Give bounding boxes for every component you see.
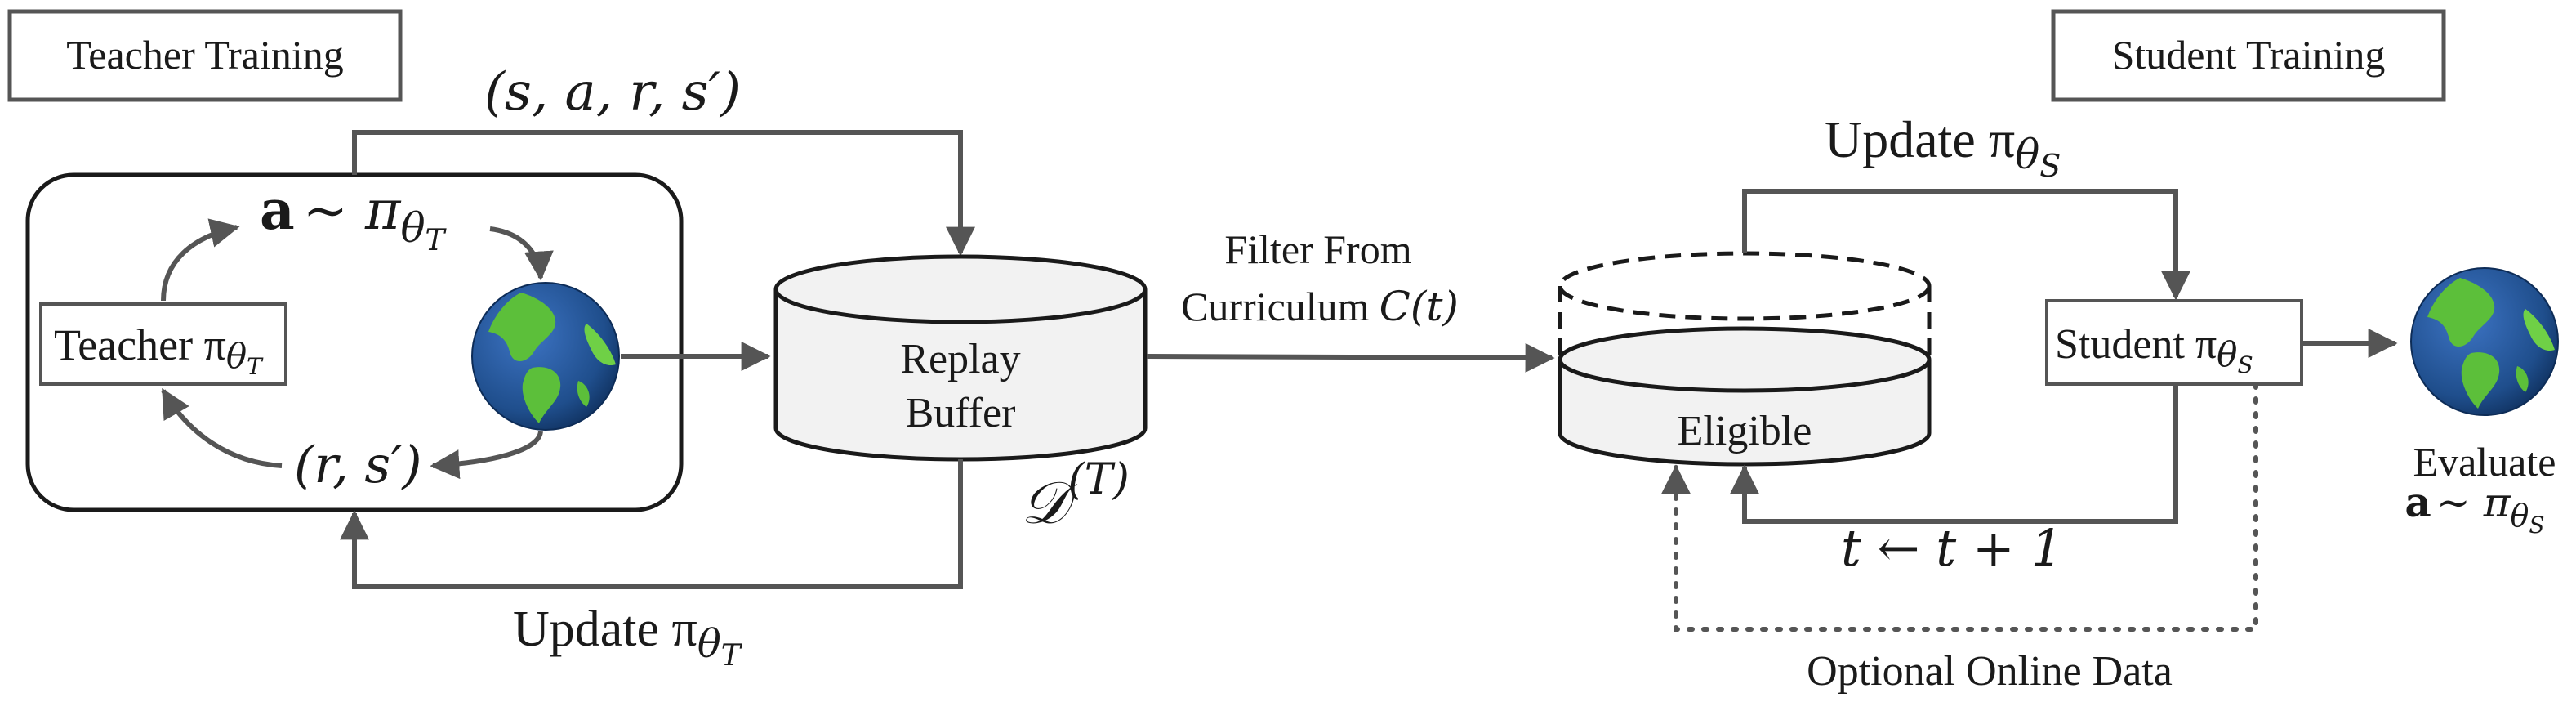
- filter-label-line1: Filter From: [1224, 226, 1411, 272]
- teacher-training-title: Teacher Training: [7, 9, 403, 102]
- eligible-buffer-cylinder: Eligible: [1558, 251, 1932, 467]
- student-policy-node: Student πθS: [2045, 299, 2303, 386]
- arrow-replay-to-teacher-update: [340, 459, 963, 589]
- dataset-label: 𝒟(T): [1021, 455, 1130, 537]
- arrow-env-to-reward: [430, 431, 543, 480]
- teacher-action-label: a∼ πθT: [260, 178, 448, 257]
- evaluate-label-line1: Evaluate: [2413, 439, 2556, 485]
- svg-text:Student Training: Student Training: [2112, 32, 2386, 78]
- arrow-teacher-to-action: [161, 218, 240, 302]
- replay-buffer-cylinder: Replay Buffer: [773, 254, 1148, 462]
- svg-text:Teacher πθT: Teacher πθT: [54, 320, 264, 380]
- evaluate-label-line2: a∼ πθS: [2404, 478, 2544, 539]
- update-student-label: Update πθS: [1825, 110, 2061, 184]
- svg-text:Replay: Replay: [900, 336, 1020, 382]
- student-training-title: Student Training: [2051, 9, 2446, 102]
- earth-globe-icon: [2410, 267, 2559, 416]
- svg-text:Eligible: Eligible: [1678, 408, 1812, 454]
- arrow-replay-to-eligible: [1146, 342, 1555, 373]
- arrow-optional-online-data: [1661, 382, 2258, 632]
- arrow-reward-to-teacher: [161, 387, 283, 468]
- arrow-student-to-eligible-time: [1730, 384, 2178, 524]
- time-update-label: t ← t + 1: [1841, 518, 2063, 578]
- optional-online-label: Optional Online Data: [1807, 648, 2173, 695]
- svg-text:Teacher Training: Teacher Training: [66, 32, 343, 78]
- arrow-action-to-env: [489, 226, 554, 281]
- transition-tuple-label: (s, a, r, s′): [484, 62, 741, 123]
- update-teacher-label: Update πθT: [513, 601, 743, 673]
- arrow-eligible-to-student: [1742, 189, 2190, 301]
- earth-globe-icon: [471, 282, 620, 431]
- svg-text:Buffer: Buffer: [906, 390, 1016, 436]
- reward-state-label: (r, s′): [294, 435, 422, 494]
- arrow-tuple-to-replay: [352, 130, 975, 257]
- teacher-policy-node: Teacher πθT: [39, 302, 287, 386]
- svg-text:Student πθS: Student πθS: [2055, 321, 2253, 378]
